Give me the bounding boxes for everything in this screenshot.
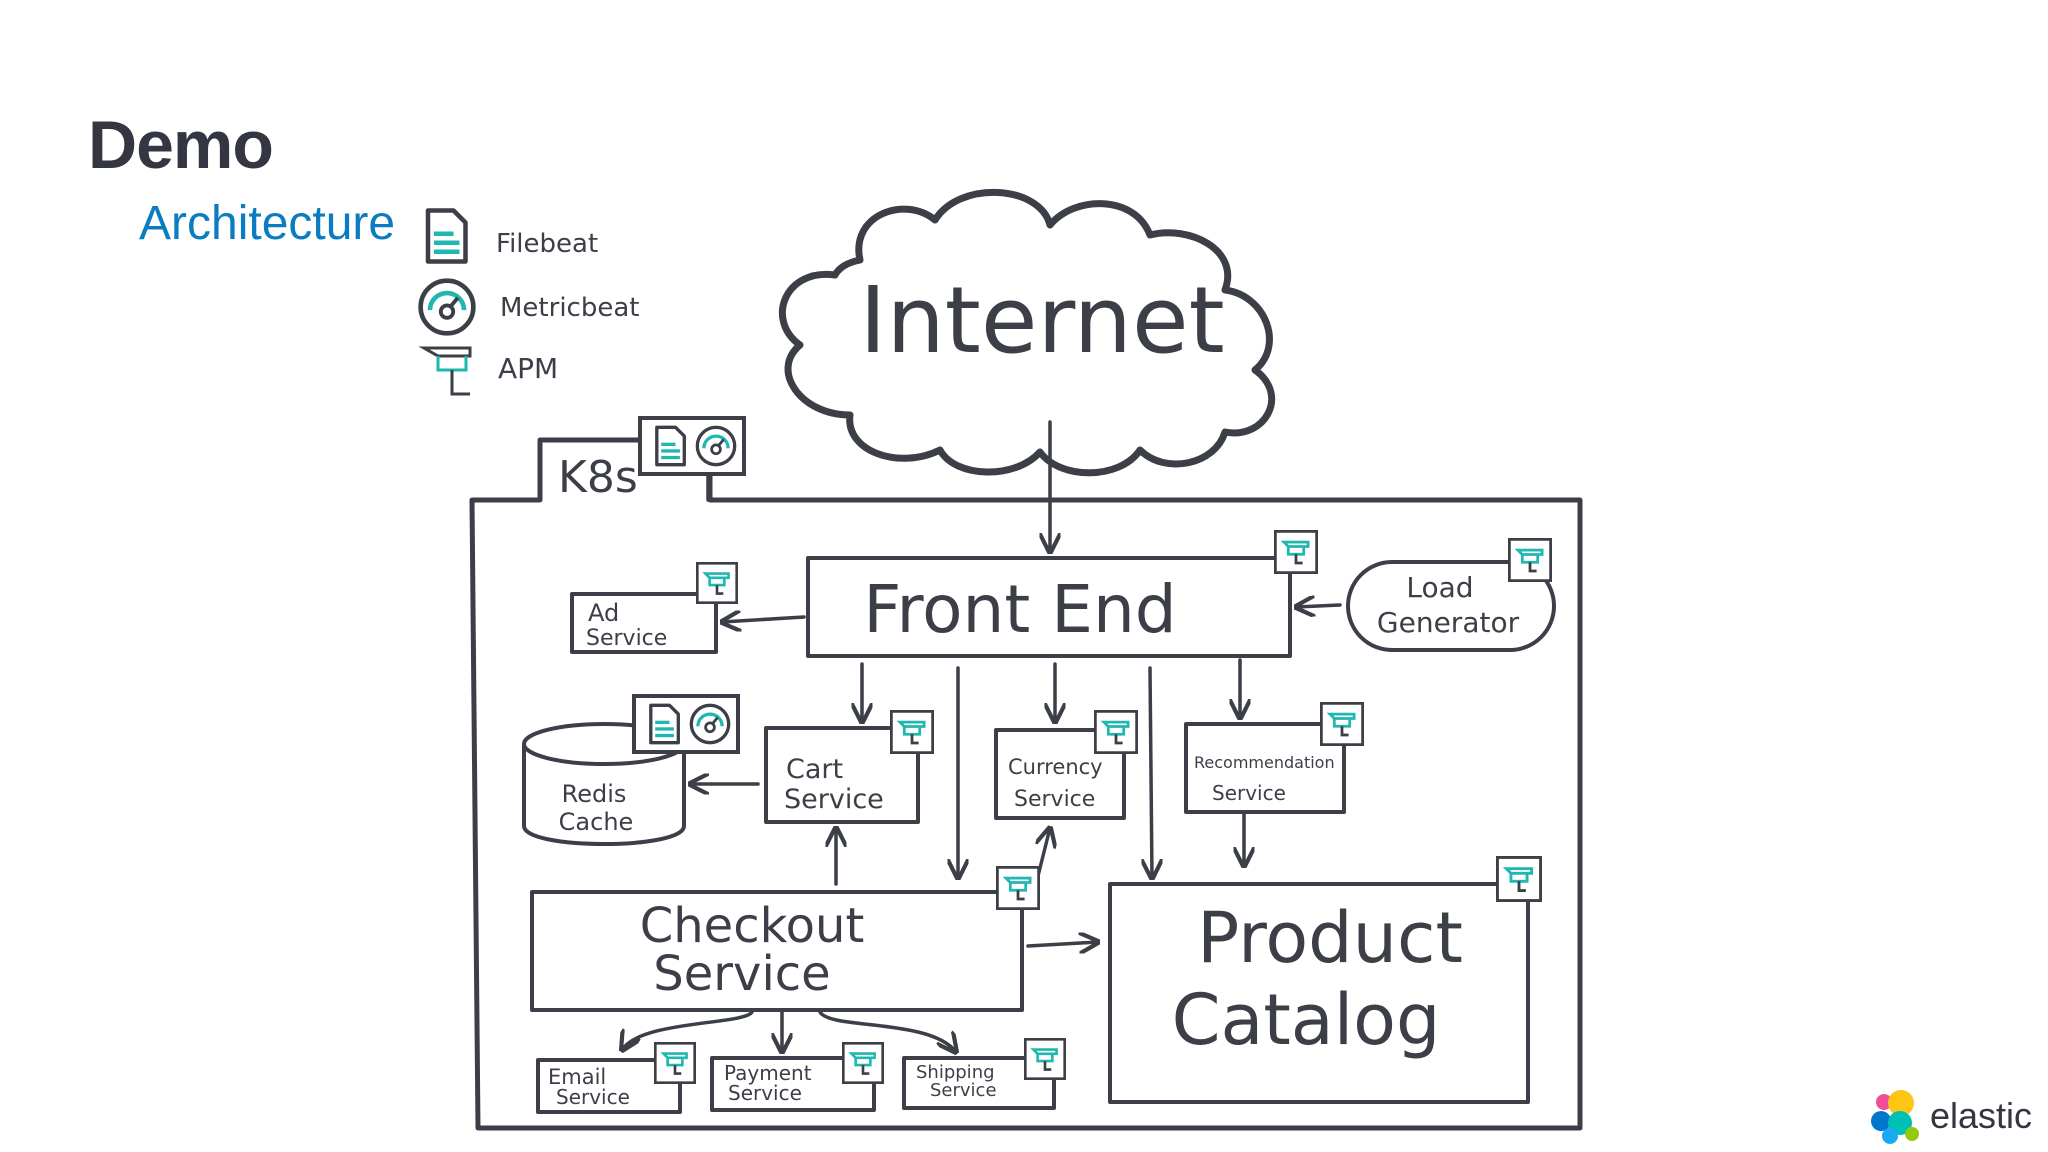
apm-icon xyxy=(890,710,934,754)
apm-icon xyxy=(1508,538,1552,582)
elastic-logo-icon xyxy=(1871,1090,1919,1144)
redis-cache-label-line2: Cache xyxy=(559,808,634,836)
shipping-service-label-line1: Shipping xyxy=(916,1062,995,1083)
redis-cache-node: Redis Cache xyxy=(522,694,740,846)
email-service-label-line1: Email xyxy=(548,1065,606,1089)
apm-icon xyxy=(654,1042,696,1084)
checkout-service-label-line1: Checkout xyxy=(640,898,865,954)
gauge-icon xyxy=(689,703,731,745)
currency-service-label-line1: Currency xyxy=(1008,755,1103,779)
product-catalog-label-line2: Catalog xyxy=(1172,979,1441,1061)
ad-service-label-line2: Service xyxy=(586,626,667,651)
apm-icon xyxy=(842,1042,884,1084)
ad-service-label-line1: Ad xyxy=(588,599,619,627)
cart-service-label-line1: Cart xyxy=(786,754,843,785)
cart-service-node: Cart Service xyxy=(764,710,934,824)
apm-icon xyxy=(1274,530,1318,574)
email-service-node: Email Service xyxy=(536,1042,696,1114)
file-icon xyxy=(649,703,680,745)
checkout-service-label-line2: Service xyxy=(653,946,830,1002)
recommendation-service-label-line1: Recommendation xyxy=(1194,753,1335,772)
product-catalog-label-line1: Product xyxy=(1197,897,1463,979)
recommendation-service-label-line2: Service xyxy=(1212,781,1286,805)
slide-subtitle: Architecture xyxy=(139,197,396,250)
recommendation-service-node: Recommendation Service xyxy=(1184,702,1364,814)
elastic-brand: elastic xyxy=(1868,1086,2032,1146)
file-icon xyxy=(655,425,686,467)
slide-title: Demo xyxy=(88,107,274,183)
shipping-service-node: Shipping Service xyxy=(902,1038,1066,1110)
product-catalog-node: Product Catalog xyxy=(1108,856,1542,1104)
ad-service-node: Ad Service xyxy=(570,562,738,654)
internet-label: Internet xyxy=(859,267,1224,374)
apm-icon xyxy=(996,866,1040,910)
apm-icon xyxy=(1496,856,1542,902)
k8s-cluster: K8s xyxy=(469,416,1583,1131)
payment-service-node: Payment Service xyxy=(710,1042,884,1112)
shipping-service-label-line2: Service xyxy=(930,1080,997,1101)
apm-icon xyxy=(1320,702,1364,746)
apm-icon xyxy=(1094,710,1138,754)
payment-service-label-line1: Payment xyxy=(724,1061,812,1085)
cart-service-label-line2: Service xyxy=(784,784,884,815)
file-icon xyxy=(428,211,466,262)
legend-label-apm: APM xyxy=(498,352,558,385)
gauge-icon xyxy=(421,281,474,334)
apm-icon xyxy=(418,346,472,396)
legend-label-metricbeat: Metricbeat xyxy=(500,293,639,323)
k8s-label: K8s xyxy=(558,452,638,503)
load-generator-node: Load Generator xyxy=(1346,538,1556,652)
currency-service-label-line2: Service xyxy=(1014,787,1095,812)
internet-cloud: Internet xyxy=(779,188,1276,477)
front-end-node: Front End xyxy=(806,530,1318,658)
apm-icon xyxy=(1024,1038,1066,1080)
front-end-label: Front End xyxy=(863,571,1176,648)
apm-icon xyxy=(696,562,738,604)
connectors xyxy=(622,420,1342,1052)
legend-label-filebeat: Filebeat xyxy=(496,229,598,259)
elastic-brand-name: elastic xyxy=(1930,1095,2033,1136)
redis-cache-label-line1: Redis xyxy=(562,780,627,808)
payment-service-label-line2: Service xyxy=(728,1081,802,1105)
gauge-icon xyxy=(695,425,737,467)
legend: Filebeat Metricbeat APM xyxy=(418,211,639,396)
email-service-label-line2: Service xyxy=(556,1085,630,1109)
load-generator-label-line1: Load xyxy=(1406,571,1473,604)
checkout-service-node: Checkout Service xyxy=(530,866,1040,1012)
currency-service-node: Currency Service xyxy=(994,710,1138,820)
load-generator-label-line2: Generator xyxy=(1377,606,1520,639)
